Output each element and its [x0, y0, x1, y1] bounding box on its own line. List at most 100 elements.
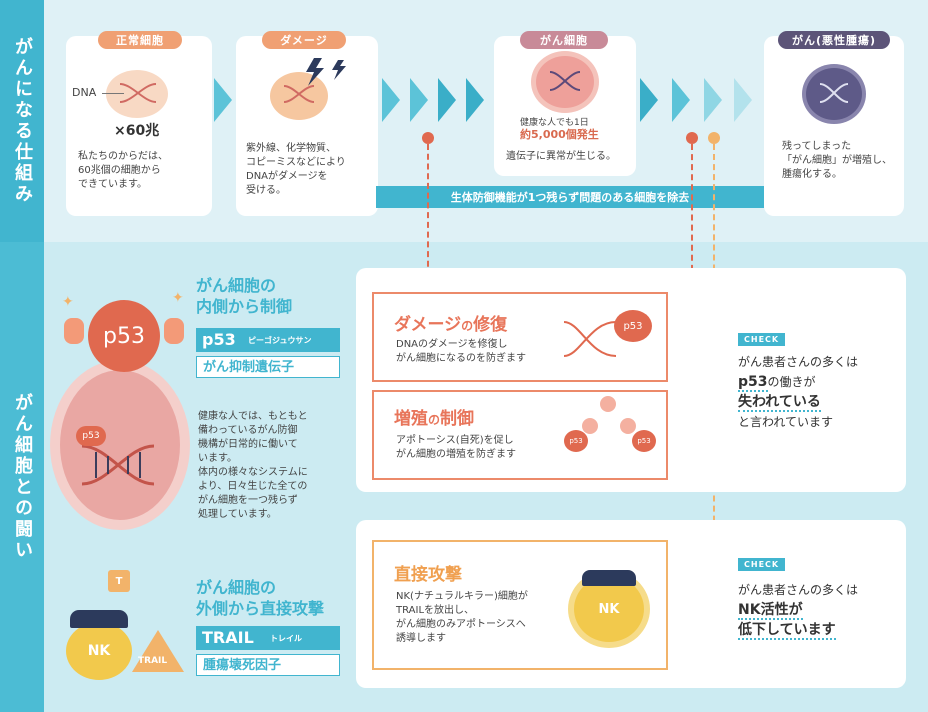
damaged-dna-icon — [283, 85, 315, 103]
check-2-line-1: がん患者さんの多くは — [738, 583, 859, 597]
p53-left-hand-icon — [64, 318, 84, 344]
connector-dot-1 — [422, 132, 434, 144]
check-1-tag: CHECK — [738, 333, 786, 346]
attack-nk-cap-icon — [582, 570, 636, 586]
check-2-line-3: 低下しています — [738, 620, 858, 640]
control-title-main: 増殖 — [394, 409, 428, 429]
nk-cap-icon — [70, 610, 128, 628]
check-1-line-2: p53の働きが — [738, 372, 858, 392]
repair-title-rest: 修復 — [473, 315, 508, 335]
inner-title-2: 内側から制御 — [196, 297, 293, 316]
check-2-text: がん患者さんの多くは NK活性が 低下しています — [738, 580, 858, 640]
arrow-2-icon — [382, 78, 400, 122]
tumor-dna-icon — [819, 83, 849, 103]
control-box — [372, 390, 668, 480]
cell-tree-left-icon — [582, 418, 598, 434]
check-1-line-3: 失われている — [738, 392, 858, 412]
stage-tumor-card — [764, 36, 904, 216]
p53-banner-label: p53 — [202, 330, 236, 349]
damaged-cell-icon — [270, 72, 328, 120]
sidebar-top: がんになる仕組み — [0, 0, 44, 242]
control-title-rest: 制御 — [440, 409, 475, 429]
p53-banner: p53 ピーゴジュウサン — [196, 328, 340, 352]
trail-banner-label: TRAIL — [202, 628, 254, 647]
inner-desc: 健康な人では、もともと 備わっているがん防御 機構が日常的に働いて います。 体… — [198, 411, 308, 520]
stage-tumor-label: がん(悪性腫瘍) — [778, 31, 890, 49]
sidebar-bottom-label: がん細胞との闘い — [12, 393, 33, 561]
nk-character-icon: NK — [66, 622, 132, 680]
trail-banner: TRAIL トレイル — [196, 626, 340, 650]
repair-title: ダメージの修復 — [394, 310, 507, 335]
cancer-note-2: 約5,000個発生 — [520, 128, 599, 141]
check-1-text: がん患者さんの多くは p53の働きが 失われている と言われています — [738, 352, 858, 432]
check-2-tag: CHECK — [738, 558, 786, 571]
repair-title-no: の — [461, 319, 474, 333]
trail-triangle-icon — [132, 630, 184, 672]
arrow-4-icon — [438, 78, 456, 122]
arrow-3-icon — [410, 78, 428, 122]
p53-right-hand-icon — [164, 318, 184, 344]
check-1-line-4: と言われています — [738, 415, 834, 429]
repair-dna-icon — [563, 321, 617, 357]
check-1-emph: 失われている — [738, 394, 821, 412]
lightning-icon — [306, 58, 346, 86]
attack-title: 直接攻撃 — [394, 565, 462, 585]
inner-title-1: がん細胞の — [196, 276, 277, 295]
attack-desc: NK(ナチュラルキラー)細胞が TRAILを放出し、 がん細胞のみアポトーシスへ… — [396, 591, 528, 644]
stage-damage-desc: 紫外線、化学物質、 コピーミスなどにより DNAがダメージを 受ける。 — [246, 143, 346, 196]
stage-normal-label: 正常細胞 — [98, 31, 182, 49]
control-title-no: の — [428, 413, 441, 427]
control-p53-left-icon: p53 — [564, 430, 588, 452]
trail-tag: TRAIL — [138, 656, 168, 666]
stage-damage-card — [236, 36, 378, 216]
dna-label: DNA — [72, 86, 97, 99]
arrow-9-icon — [734, 78, 752, 122]
cell-tree-right-icon — [620, 418, 636, 434]
stage-cancer-desc: 遺伝子に異常が生じる。 — [506, 151, 616, 162]
connector-dot-2 — [686, 132, 698, 144]
trail-reading: トレイル — [270, 634, 302, 643]
arrow-5-icon — [466, 78, 484, 122]
defense-bar: 生体防御機能が1つ残らず問題のある細胞を除去 — [376, 186, 764, 208]
check-1-p53: p53 — [738, 374, 768, 392]
arrow-6-icon — [640, 78, 658, 122]
dna-pointer — [102, 93, 124, 94]
repair-desc: DNAのダメージを修復し がん細胞になるのを防ぎます — [396, 339, 526, 364]
p53-reading: ピーゴジュウサン — [248, 336, 312, 345]
check-2-emph-1: NK活性が — [738, 602, 803, 620]
t-tag-icon: T — [108, 570, 130, 592]
cancer-note-1: 健康な人でも1日 — [520, 118, 589, 128]
stage-normal-desc: 私たちのからだは、 60兆個の細胞から できています。 — [78, 151, 168, 190]
arrow-8-icon — [704, 78, 722, 122]
control-p53-right-icon: p53 — [632, 430, 656, 452]
sparkle-right-icon: ✦ — [172, 290, 184, 306]
sidebar-bottom: がん細胞との闘い — [0, 242, 44, 712]
cell-tree-top-icon — [600, 396, 616, 412]
connector-dot-3 — [708, 132, 720, 144]
outer-title-1: がん細胞の — [196, 578, 277, 597]
large-dna-icon — [81, 444, 155, 486]
attack-nk-icon: NK — [574, 576, 644, 642]
factor-label: 腫瘍壊死因子 — [196, 654, 340, 676]
stage-damage-label: ダメージ — [262, 31, 346, 49]
check-2-emph-2: 低下しています — [738, 622, 836, 640]
cancer-cell-large-icon — [60, 370, 180, 520]
repair-p53-icon: p53 — [614, 310, 652, 342]
stage-tumor-desc: 残ってしまった 「がん細胞」が増殖し、 腫瘍化する。 — [782, 141, 892, 180]
repair-title-main: ダメージ — [394, 315, 462, 335]
check-2-line-2: NK活性が — [738, 600, 858, 620]
dna-icon — [119, 83, 157, 103]
p53-small-badge: p53 — [76, 426, 106, 446]
cell-count: ×60兆 — [114, 123, 160, 139]
p53-character-icon: p53 — [88, 300, 160, 372]
gene-label: がん抑制遺伝子 — [196, 356, 340, 378]
outer-title-2: 外側から直接攻撃 — [196, 599, 325, 618]
sparkle-left-icon: ✦ — [62, 294, 74, 310]
cancer-dna-icon — [549, 71, 581, 91]
check-1-line-2b: の働きが — [767, 375, 816, 389]
control-title: 増殖の制御 — [394, 404, 474, 429]
arrow-1-icon — [214, 78, 232, 122]
stage-cancer-label: がん細胞 — [520, 31, 608, 49]
check-1-line-1: がん患者さんの多くは — [738, 355, 859, 369]
stage-normal-card — [66, 36, 212, 216]
